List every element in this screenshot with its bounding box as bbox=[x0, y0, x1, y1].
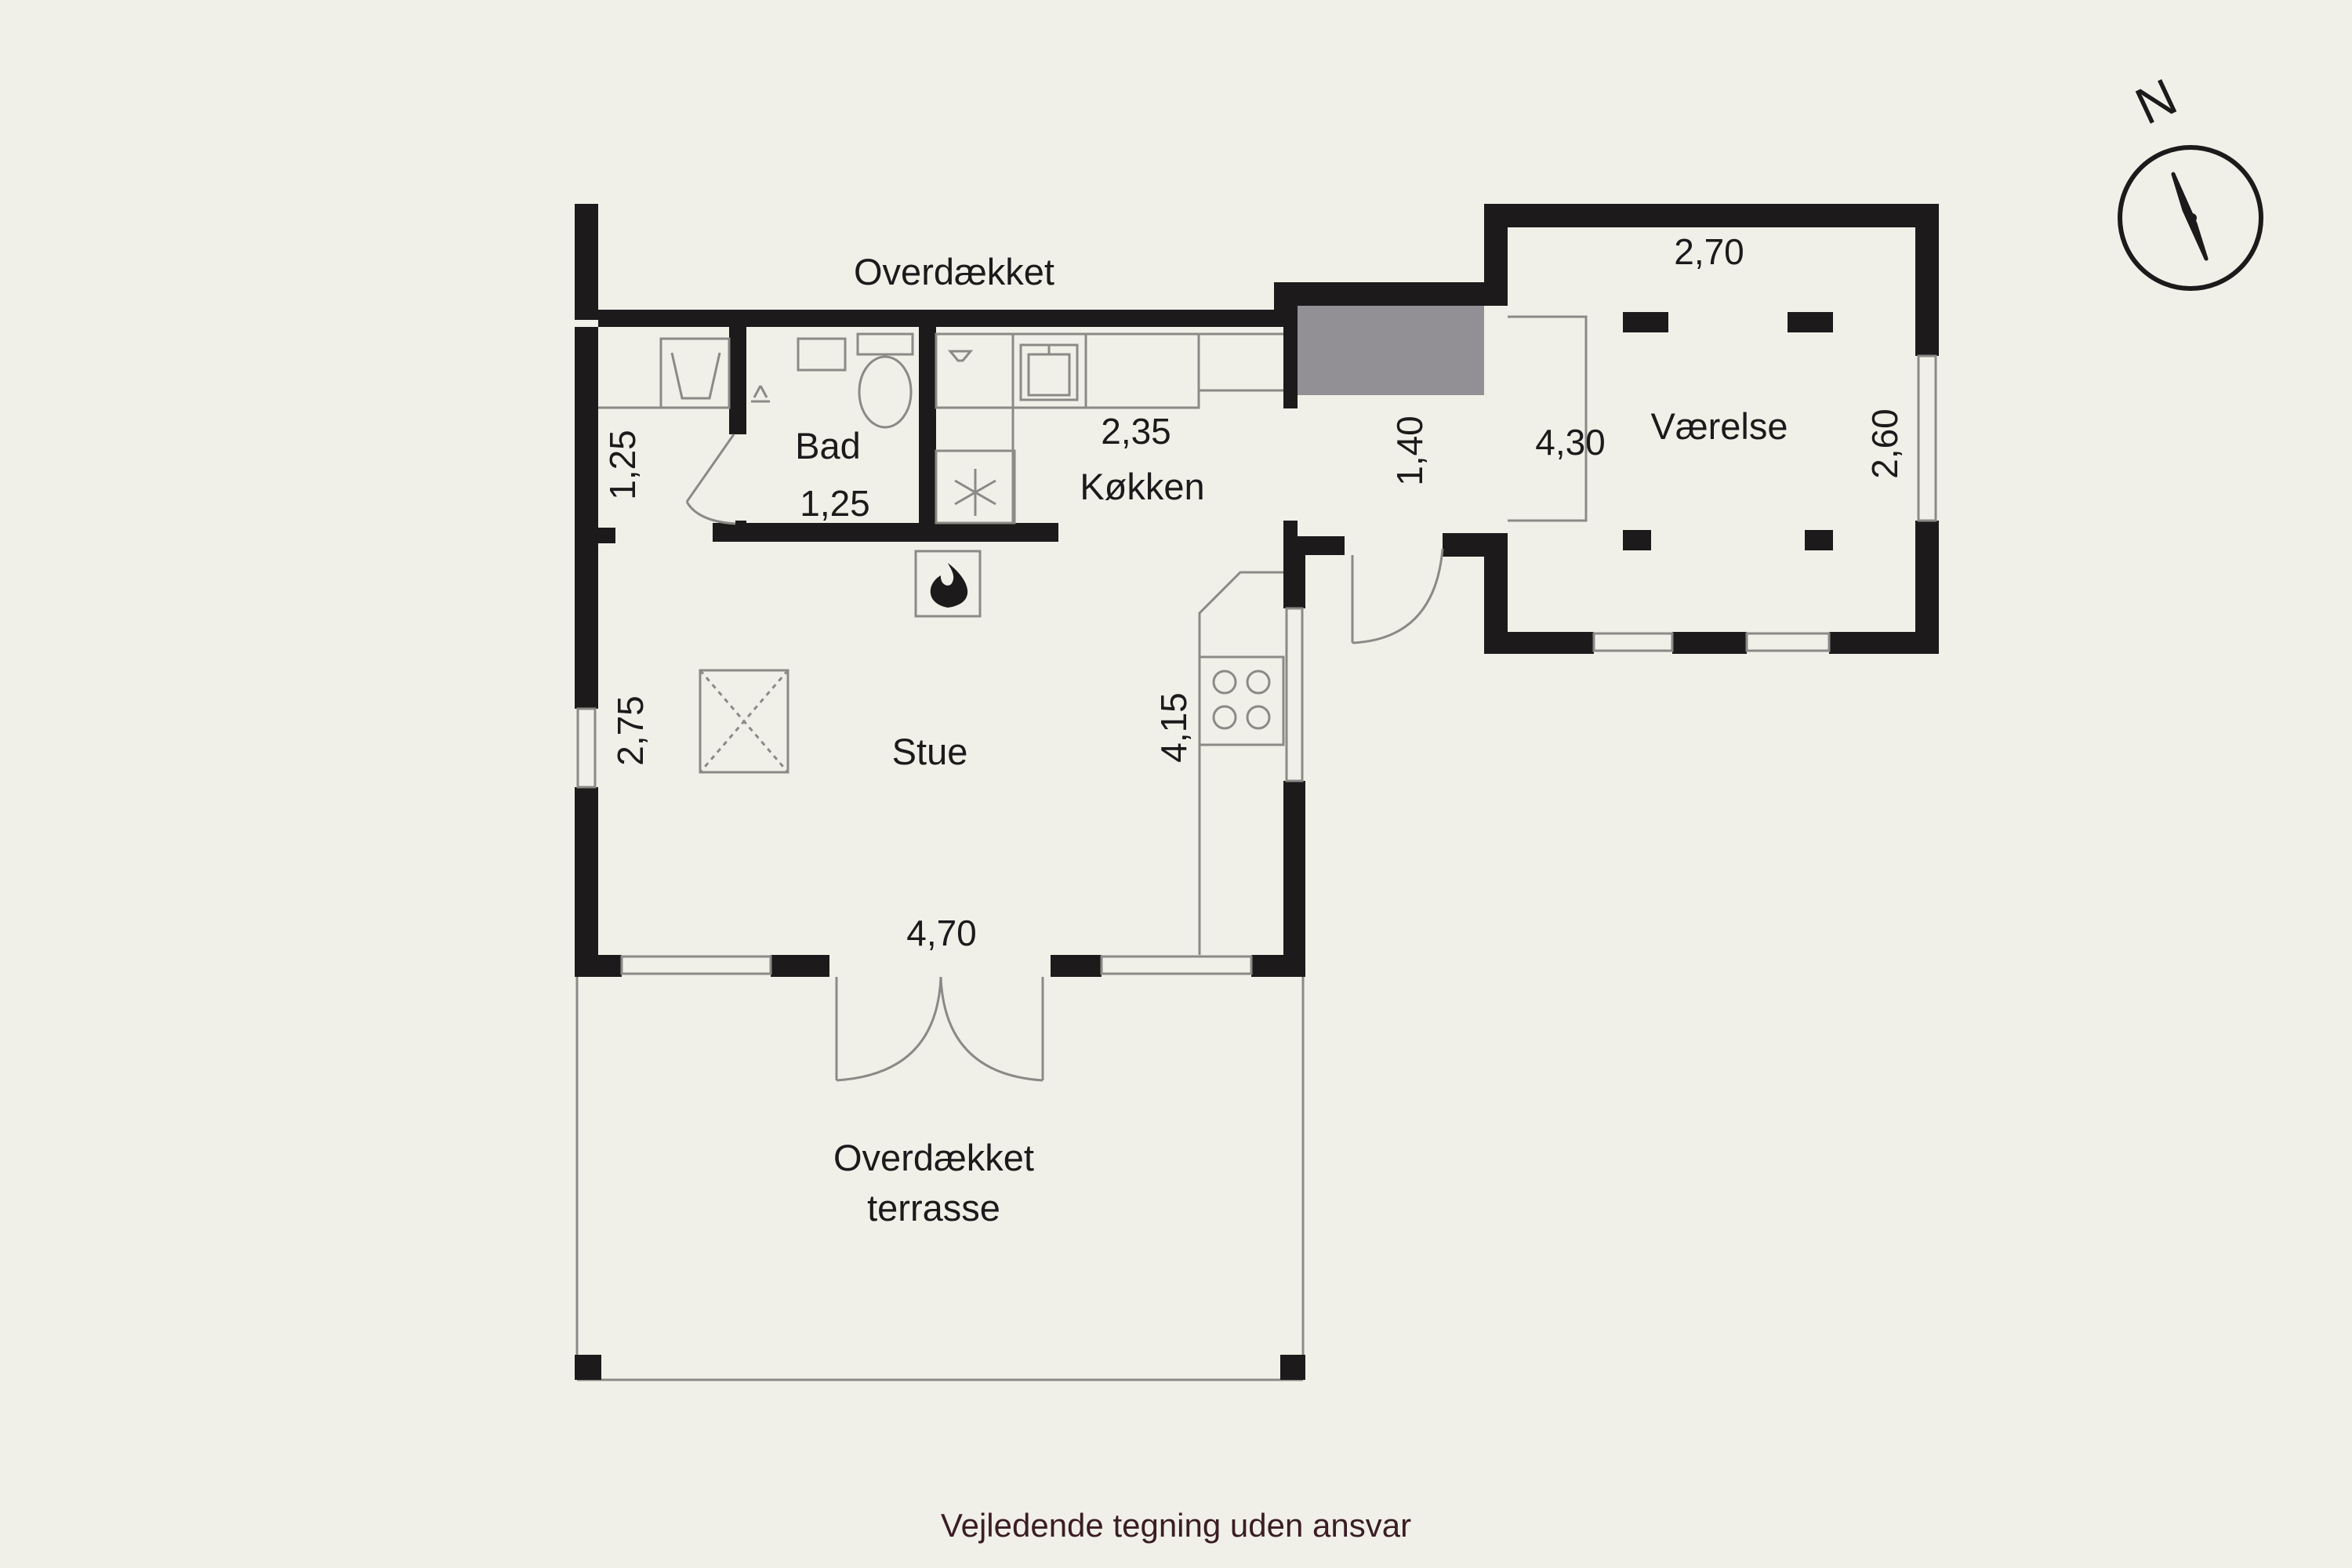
room-label-kokken: Køkken bbox=[1080, 466, 1204, 507]
room-labels: Overdækket Bad Køkken Værelse Stue Overd… bbox=[795, 251, 1788, 1229]
dim-hall-depth: 1,40 bbox=[1389, 416, 1430, 486]
windows bbox=[576, 354, 1937, 975]
compass-label: N bbox=[2127, 67, 2185, 135]
terrace-posts bbox=[575, 1355, 1305, 1380]
bed-markers bbox=[1623, 312, 1833, 550]
walls bbox=[575, 204, 1939, 977]
dim-stue-depth: 2,75 bbox=[610, 695, 651, 766]
dim-vaerelse-depth: 2,60 bbox=[1864, 408, 1905, 479]
dim-bad-width: 1,25 bbox=[800, 483, 870, 524]
stove-icon bbox=[1198, 655, 1285, 746]
dim-bad-depth: 1,25 bbox=[602, 430, 643, 500]
sink-icon bbox=[1027, 345, 1071, 397]
dimension-labels: 1,25 1,25 2,35 1,40 2,70 4,30 2,60 2,75 … bbox=[602, 231, 1905, 953]
fireplace-icon bbox=[914, 550, 982, 618]
room-label-stue: Stue bbox=[892, 731, 968, 772]
dim-vaerelse-length: 4,30 bbox=[1535, 422, 1606, 463]
dim-kokken-width: 2,35 bbox=[1101, 411, 1171, 452]
room-label-overdaekket: Overdækket bbox=[854, 251, 1054, 292]
dim-vaerelse-width: 2,70 bbox=[1674, 231, 1744, 272]
room-label-terrasse-2: terrasse bbox=[867, 1187, 1000, 1229]
chimney-block bbox=[1298, 306, 1484, 395]
fixtures bbox=[598, 332, 1283, 955]
snowflake-icon bbox=[954, 469, 996, 516]
compass-icon: N bbox=[2118, 67, 2263, 291]
room-label-vaerelse: Værelse bbox=[1650, 405, 1788, 447]
room-label-terrasse: Overdækket bbox=[833, 1137, 1034, 1178]
dim-stue-length: 4,15 bbox=[1153, 692, 1194, 763]
doors bbox=[685, 315, 1588, 1082]
dim-stue-width: 4,70 bbox=[906, 913, 977, 953]
room-label-bad: Bad bbox=[795, 425, 861, 466]
terrace-outline bbox=[575, 976, 1305, 1381]
tap-icon bbox=[751, 350, 974, 403]
disclaimer-text: Vejledende tegning uden ansvar bbox=[941, 1507, 1411, 1544]
